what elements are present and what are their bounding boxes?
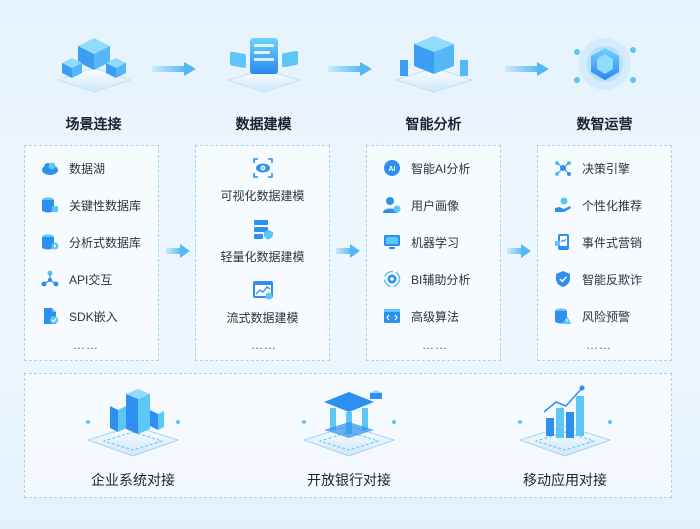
stage-title: 智能分析 xyxy=(405,116,462,132)
more-ellipsis: …… xyxy=(586,338,612,352)
item-label: SDK嵌入 xyxy=(69,309,118,324)
list-item: 高级算法 xyxy=(383,306,459,326)
list-item: SDK嵌入 xyxy=(41,306,118,326)
item-label: 事件式营销 xyxy=(582,235,643,250)
item-label: 可视化数据建模 xyxy=(220,189,305,203)
column-digital-operation: 决策引擎 个性化推荐 事件式营销 智能反欺诈 风险预警 …… xyxy=(537,145,672,361)
server-shield-icon xyxy=(253,220,273,240)
stage-title: 场景连接 xyxy=(65,116,122,132)
bank-building-icon xyxy=(302,390,396,457)
eye-frame-icon xyxy=(252,158,273,178)
list-item: 分析式数据库 xyxy=(41,232,141,252)
item-label: 流式数据建模 xyxy=(226,311,299,325)
more-ellipsis: …… xyxy=(422,338,448,352)
item-label: BI辅助分析 xyxy=(411,272,471,287)
list-item: 事件式营销 xyxy=(554,232,642,252)
integration-label: 移动应用对接 xyxy=(523,472,607,488)
column-data-modeling: 可视化数据建模 轻量化数据建模 流式数据建模 …… xyxy=(195,145,330,361)
item-label: 机器学习 xyxy=(411,235,460,250)
item-label: 决策引擎 xyxy=(582,161,631,176)
list-item: API交互 xyxy=(41,269,112,289)
flow-arrow-icon xyxy=(152,62,196,76)
svg-text:AI: AI xyxy=(389,166,396,173)
gear-database-icon xyxy=(42,234,59,250)
stage-title: 数智运营 xyxy=(576,116,633,132)
decision-nodes-icon xyxy=(555,161,571,176)
more-ellipsis: …… xyxy=(251,338,277,352)
item-label: 分析式数据库 xyxy=(69,235,142,250)
integration-label: 企业系统对接 xyxy=(91,472,175,488)
column-scene-connection: 数据湖 关键性数据库 分析式数据库 API交互 SDK嵌入 …… xyxy=(24,145,159,361)
data-model-screen-icon xyxy=(225,38,302,93)
flow-arrow-icon xyxy=(505,62,549,76)
mobile-bars-icon xyxy=(518,385,612,457)
list-item: BI辅助分析 xyxy=(383,269,470,289)
stage-scene-connection: 场景连接 xyxy=(6,0,181,140)
warning-database-icon xyxy=(555,308,572,324)
integration-label: 开放银行对接 xyxy=(307,472,391,488)
chart-window-icon xyxy=(252,281,273,300)
event-phone-icon xyxy=(555,234,569,250)
item-label: 轻量化数据建模 xyxy=(220,250,305,264)
item-label: 智能AI分析 xyxy=(411,161,471,176)
enterprise-servers-icon xyxy=(86,389,180,457)
item-label: 用户画像 xyxy=(411,198,460,213)
integration-open-banking: 开放银行对接 xyxy=(241,374,457,499)
list-item: 数据湖 xyxy=(41,158,105,178)
list-item: 关键性数据库 xyxy=(41,195,141,215)
item-label: 风险预警 xyxy=(582,309,631,324)
monitor-icon xyxy=(384,235,400,249)
flow-arrow-icon xyxy=(166,244,190,258)
list-item: 决策引擎 xyxy=(554,158,630,178)
user-profile-icon xyxy=(383,197,401,213)
flow-arrow-icon xyxy=(328,62,372,76)
network-nodes-icon xyxy=(41,270,59,287)
code-window-icon xyxy=(384,309,400,323)
column-smart-analysis: AI 智能AI分析 用户画像 机器学习 BI辅助分析 高级算法 …… xyxy=(366,145,501,361)
item-label: 关键性数据库 xyxy=(69,198,142,213)
flow-arrow-icon xyxy=(507,244,531,258)
stage-data-modeling: 数据建模 xyxy=(176,0,351,140)
integration-enterprise: 企业系统对接 xyxy=(25,374,241,499)
list-item: 用户画像 xyxy=(383,195,459,215)
list-item: 智能反欺诈 xyxy=(554,269,642,289)
list-item: AI 智能AI分析 xyxy=(383,158,470,178)
hexagon-core-icon xyxy=(573,38,636,90)
cloud-database-icon xyxy=(42,162,58,175)
item-label: 数据湖 xyxy=(69,161,106,176)
list-item: 风险预警 xyxy=(554,306,630,326)
stage-digital-operation: 数智运营 xyxy=(517,0,692,140)
item-label: API交互 xyxy=(69,272,113,287)
server-cluster-icon xyxy=(55,38,132,93)
analysis-platform-icon xyxy=(393,36,474,93)
gear-cycle-icon xyxy=(383,270,401,288)
hand-recommend-icon xyxy=(555,197,571,212)
list-item: 机器学习 xyxy=(383,232,459,252)
stage-smart-analysis: 智能分析 xyxy=(346,0,521,140)
ai-chip-icon: AI xyxy=(384,160,400,176)
integration-mobile-app: 移动应用对接 xyxy=(457,374,673,499)
stage-title: 数据建模 xyxy=(235,116,292,132)
document-check-icon xyxy=(44,308,58,324)
item-label: 高级算法 xyxy=(411,309,460,324)
more-ellipsis: …… xyxy=(73,338,99,352)
locked-database-icon xyxy=(42,197,58,213)
shield-check-icon xyxy=(556,271,570,287)
item-label: 智能反欺诈 xyxy=(582,272,643,287)
list-item: 个性化推荐 xyxy=(554,195,642,215)
item-label: 个性化推荐 xyxy=(582,198,643,213)
flow-arrow-icon xyxy=(336,244,360,258)
integration-panel: 企业系统对接 开放银行对接 移动应用对接 xyxy=(24,373,672,498)
